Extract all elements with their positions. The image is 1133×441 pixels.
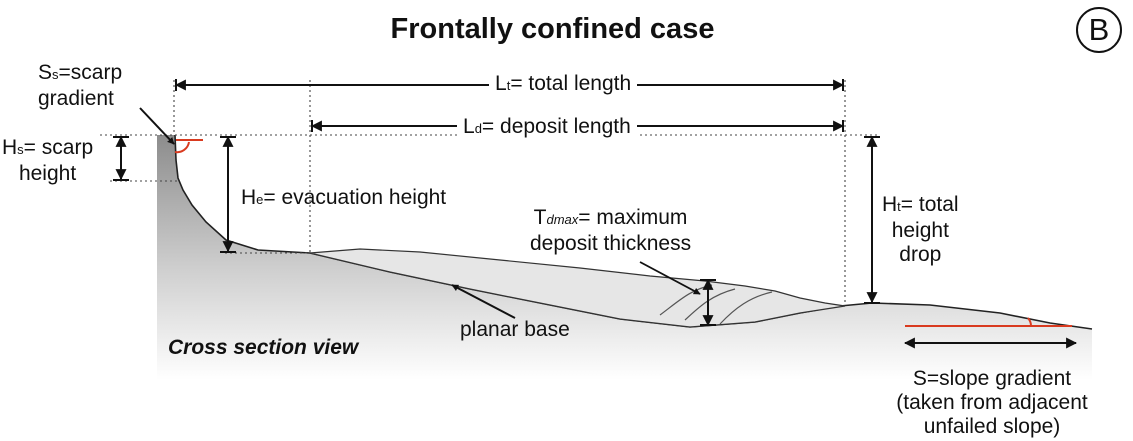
- evacuation-height-label: He= evacuation height: [241, 186, 447, 209]
- planar-base-leader: [451, 284, 516, 319]
- total-length-label: Lt= total length: [489, 72, 638, 98]
- scarp-height-label: Hs= scarp height: [2, 136, 94, 185]
- ground-profile: [157, 135, 1092, 380]
- scarp-gradient-label: Ss=scarp gradient: [38, 61, 123, 110]
- diagram-title: Frontally confined case: [390, 13, 715, 45]
- deposit-thrust-line: [719, 291, 773, 325]
- scarp-angle-mark: [174, 139, 203, 154]
- deposit-length-label: Ld= deposit length: [457, 115, 637, 141]
- slope-gradient-label: S=slope gradient (taken from adjacent un…: [896, 367, 1088, 438]
- view-label: Cross section view: [168, 336, 359, 359]
- slope-angle-mark: [905, 317, 1072, 327]
- scarp-gradient-leader: [139, 107, 175, 145]
- max-thickness-label: Tdmax= maximum deposit thickness: [530, 206, 692, 255]
- planar-base-label: planar base: [460, 318, 570, 341]
- total-height-label: Ht= total height drop: [882, 193, 959, 266]
- max-thickness-leader: [639, 261, 701, 295]
- panel-badge: B: [1076, 7, 1122, 53]
